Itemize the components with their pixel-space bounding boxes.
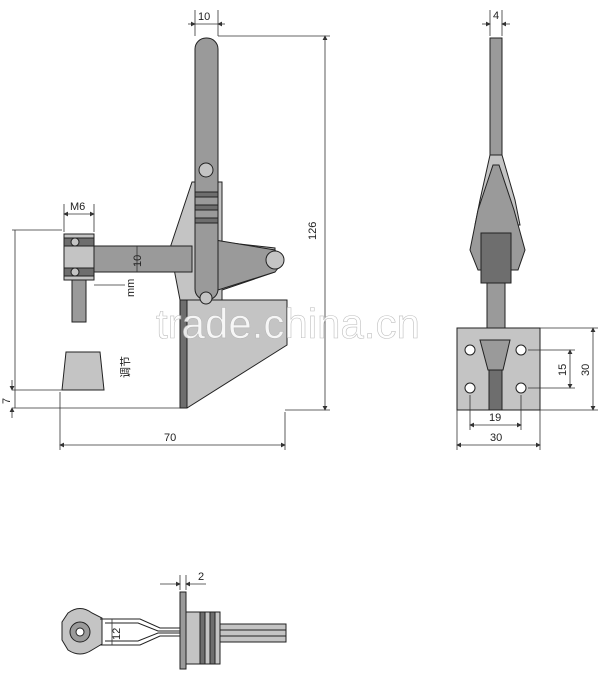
dim-arm-thickness: 10 — [132, 255, 144, 267]
top-arm — [100, 618, 185, 646]
dim-total-height: 126 — [307, 222, 319, 240]
top-handle — [219, 623, 287, 643]
top-view: 2 12 — [61, 571, 287, 670]
dim-side-base-height: 30 — [580, 364, 592, 376]
front-handle-pin — [198, 162, 214, 178]
dim-top-arm-width: 12 — [111, 628, 123, 640]
dim-hole-spacing-v: 15 — [557, 364, 569, 376]
adjust-label: 调节 — [119, 356, 132, 378]
dim-base-offset: 7 — [1, 398, 13, 404]
front-view: 10 126 M6 10 mm 调节 7 70 — [1, 10, 330, 450]
dim-side-width: 4 — [493, 10, 499, 22]
dim-hole-spacing-h: 19 — [489, 412, 501, 424]
side-view: 4 15 30 19 30 — [456, 10, 598, 450]
front-spindle-screw — [71, 279, 87, 323]
watermark: trade.china.cn — [156, 300, 420, 347]
front-rubber-tip — [61, 351, 105, 391]
dim-side-base-width: 30 — [490, 432, 502, 444]
dim-thread-size: M6 — [70, 201, 85, 213]
side-spindle-block — [480, 232, 512, 284]
dim-total-length: 70 — [164, 432, 176, 444]
dim-handle-width: 10 — [198, 11, 210, 23]
side-handle — [489, 37, 503, 159]
dim-screw-unit: mm — [125, 279, 137, 297]
dim-top-thickness: 2 — [198, 571, 204, 583]
top-base-plate — [179, 591, 187, 670]
front-pivot-pin — [265, 250, 285, 270]
